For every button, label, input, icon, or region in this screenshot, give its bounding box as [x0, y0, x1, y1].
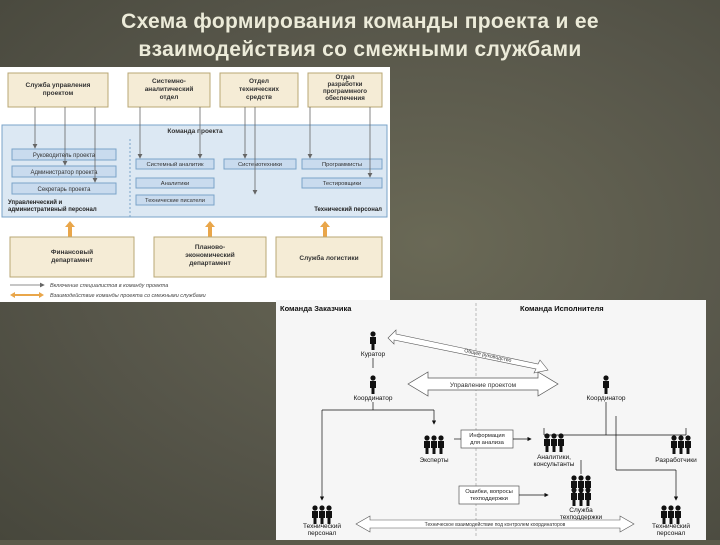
role-programmers: Программисты	[301, 158, 383, 170]
svg-text:Служба логистики: Служба логистики	[299, 254, 358, 262]
dept-logistics: Служба логистики	[275, 236, 383, 278]
svg-text:Технические писатели: Технические писатели	[145, 198, 205, 204]
role-analysts: Аналитики	[135, 177, 215, 189]
contractor-team-label: Команда Исполнителя	[520, 304, 604, 313]
technical-interaction-label: Техническое взаимодействие под контролем…	[425, 521, 566, 528]
tech-staff-right-figures	[661, 505, 681, 524]
tech-staff-left-figures	[312, 505, 332, 524]
slide-title: Схема формирования команды проекта и ее …	[0, 8, 720, 64]
technical-interaction-arrow: Техническое взаимодействие под контролем…	[355, 515, 635, 533]
experts-label: Эксперты	[419, 457, 448, 464]
role-project-secretary: Секретарь проекта	[11, 182, 117, 195]
role-system-engineers: Системотехники	[223, 158, 297, 170]
customer-team-label: Команда Заказчика	[280, 304, 352, 313]
inclusion-arrows	[32, 107, 373, 195]
slide-title-line-2: взаимодействия со смежными службами	[138, 38, 582, 61]
curator-label: Куратор	[361, 351, 386, 358]
svg-text:Аналитики: Аналитики	[161, 181, 190, 187]
project-management-arrow: Управление проектом	[407, 371, 559, 397]
developers-figures	[671, 435, 691, 454]
role-tech-writers: Технические писатели	[135, 194, 215, 206]
customer-contractor-diagram: Команда Заказчика Команда Исполнителя Ку…	[276, 300, 706, 540]
svg-text:Руководитель проекта: Руководитель проекта	[33, 153, 96, 159]
slide-title-line-1: Схема формирования команды проекта и ее	[121, 10, 599, 33]
role-system-analyst: Системный аналитик	[135, 158, 215, 170]
analysts-figures	[544, 433, 564, 452]
role-project-admin: Администратор проекта	[11, 165, 117, 178]
coordinator-right-label: Координатор	[586, 395, 625, 402]
svg-text:Администратор проекта: Администратор проекта	[31, 170, 99, 176]
support-service-figures	[571, 475, 591, 506]
legend-item-interaction: Взаимодействие команды проекта со смежны…	[50, 292, 206, 299]
project-management-label: Управление проектом	[450, 382, 517, 389]
legend: Включение специалистов в команду проекта…	[10, 282, 206, 299]
customer-connectors	[319, 402, 437, 501]
svg-text:Программисты: Программисты	[322, 162, 362, 168]
role-project-manager: Руководитель проекта	[11, 148, 117, 161]
svg-text:Системный аналитик: Системный аналитик	[146, 161, 204, 168]
svg-text:Системотехники: Системотехники	[238, 162, 282, 168]
svg-text:Секретарь проекта: Секретарь проекта	[38, 187, 92, 193]
legend-item-inclusion: Включение специалистов в команду проекта	[50, 283, 168, 289]
contractor-connectors	[543, 402, 687, 501]
analysts-label: Аналитики,консультанты	[534, 454, 575, 468]
team-label: Команда проекта	[167, 128, 223, 135]
role-testers: Тестировщики	[301, 177, 383, 189]
svg-text:Тестировщики: Тестировщики	[323, 181, 362, 187]
experts-figures	[424, 435, 444, 454]
tech-staff-label: Технический персонал	[314, 206, 382, 213]
coordinator-left-label: Координатор	[353, 395, 392, 402]
developers-label: Разработчики	[655, 456, 697, 464]
